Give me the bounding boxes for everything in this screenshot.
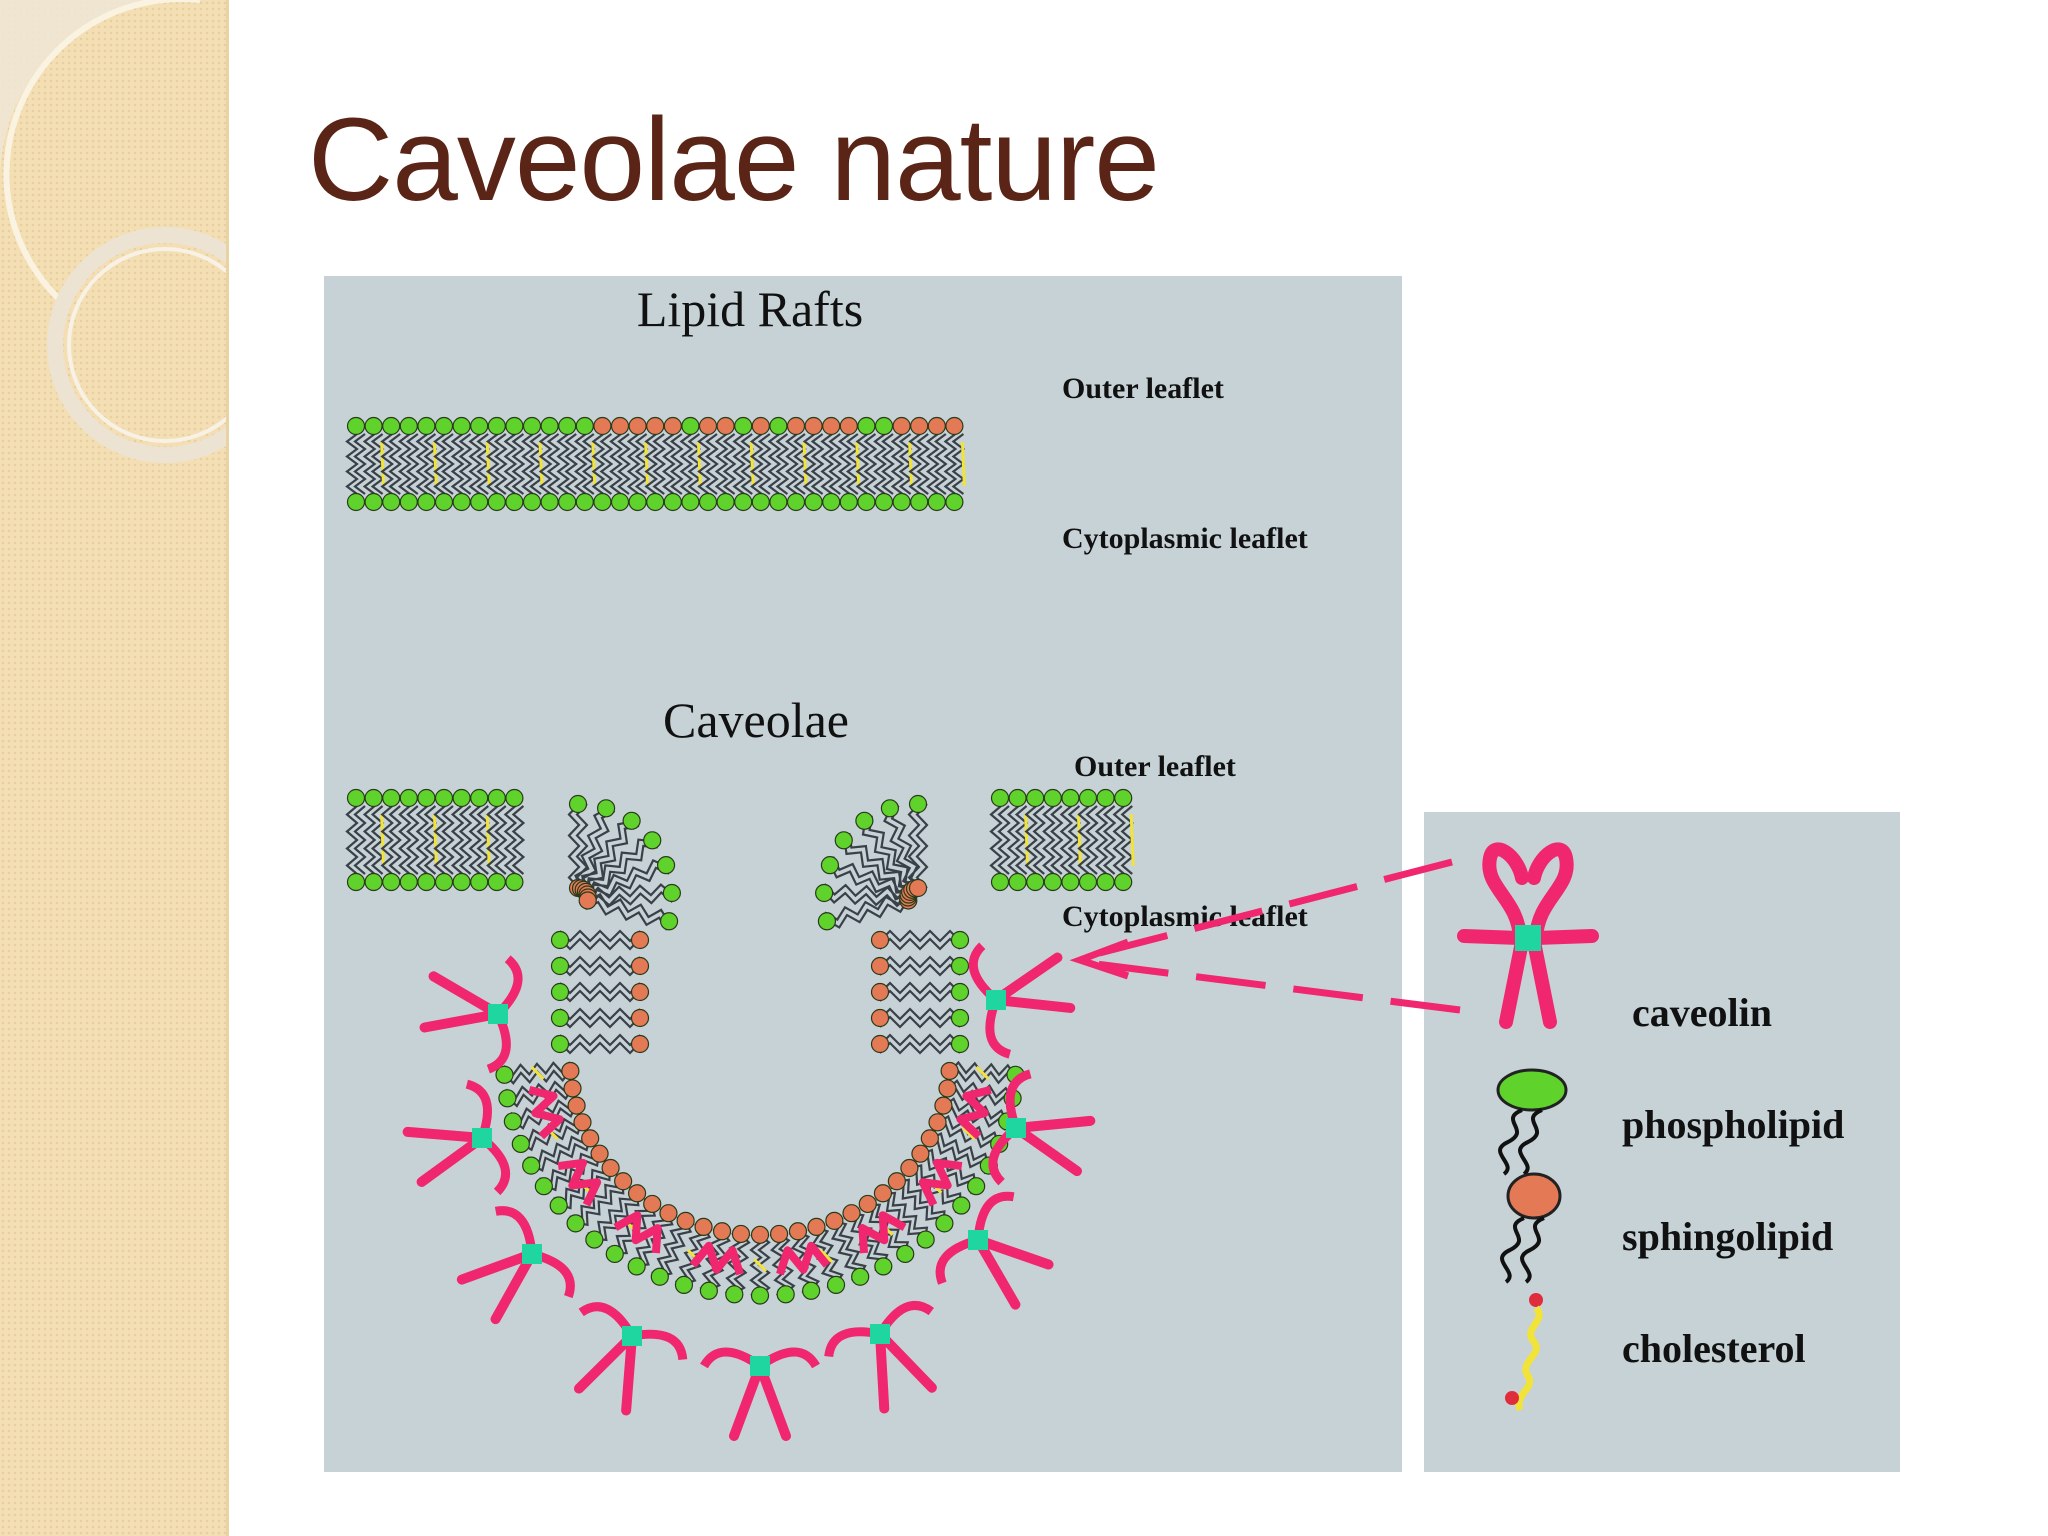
- caveolae-heading: Caveolae: [663, 692, 849, 748]
- slide-sidebar-decoration: [0, 0, 229, 1536]
- caveolin-pointer-lines: [1079, 858, 1461, 1014]
- legend-cholesterol-label: cholesterol: [1622, 1326, 1806, 1371]
- caveolin-protein: [456, 1206, 575, 1325]
- lipid-raft-bilayer: [345, 416, 966, 512]
- caveolae-bilayer: [345, 788, 1135, 1305]
- cholesterol-icon: [1505, 1293, 1543, 1412]
- caveolin-protein: [573, 1302, 688, 1416]
- decorative-rings: [0, 0, 226, 463]
- legend-panel: [1424, 812, 1900, 1472]
- caveolin-protein: [935, 1191, 1054, 1310]
- caveolin-protein: [700, 1347, 820, 1441]
- sphingolipid-icon: [1500, 1172, 1562, 1284]
- legend-sphingolipid-label: sphingolipid: [1622, 1214, 1833, 1259]
- caveolin-protein: [824, 1301, 937, 1414]
- legend-phospholipid-label: phospholipid: [1622, 1102, 1844, 1147]
- caveolae-cytoplasmic-leaflet-label: Cytoplasmic leaflet: [1062, 900, 1308, 933]
- caveolae-outer-leaflet-label: Outer leaflet: [1074, 750, 1236, 783]
- membrane-drawing: [345, 416, 1135, 1305]
- caveolin-hairpins: [528, 1085, 992, 1276]
- caveolin-protein: [402, 1079, 511, 1196]
- slide-title: Caveolae nature: [308, 94, 1160, 226]
- caveolin-protein: [988, 1069, 1096, 1186]
- caveolin-icon: [1457, 842, 1599, 1029]
- rafts-cytoplasmic-leaflet-label: Cytoplasmic leaflet: [1062, 522, 1308, 555]
- caveolin-proteins: [402, 942, 1096, 1441]
- caveolin-protein: [968, 942, 1076, 1059]
- rafts-outer-leaflet-label: Outer leaflet: [1062, 372, 1224, 405]
- caveolin-protein: [419, 955, 523, 1074]
- phospholipid-icon: [1496, 1068, 1568, 1176]
- lipid-rafts-heading: Lipid Rafts: [637, 281, 863, 337]
- pointer-arrowhead: [1069, 938, 1130, 980]
- legend-caveolin-label: caveolin: [1632, 990, 1772, 1035]
